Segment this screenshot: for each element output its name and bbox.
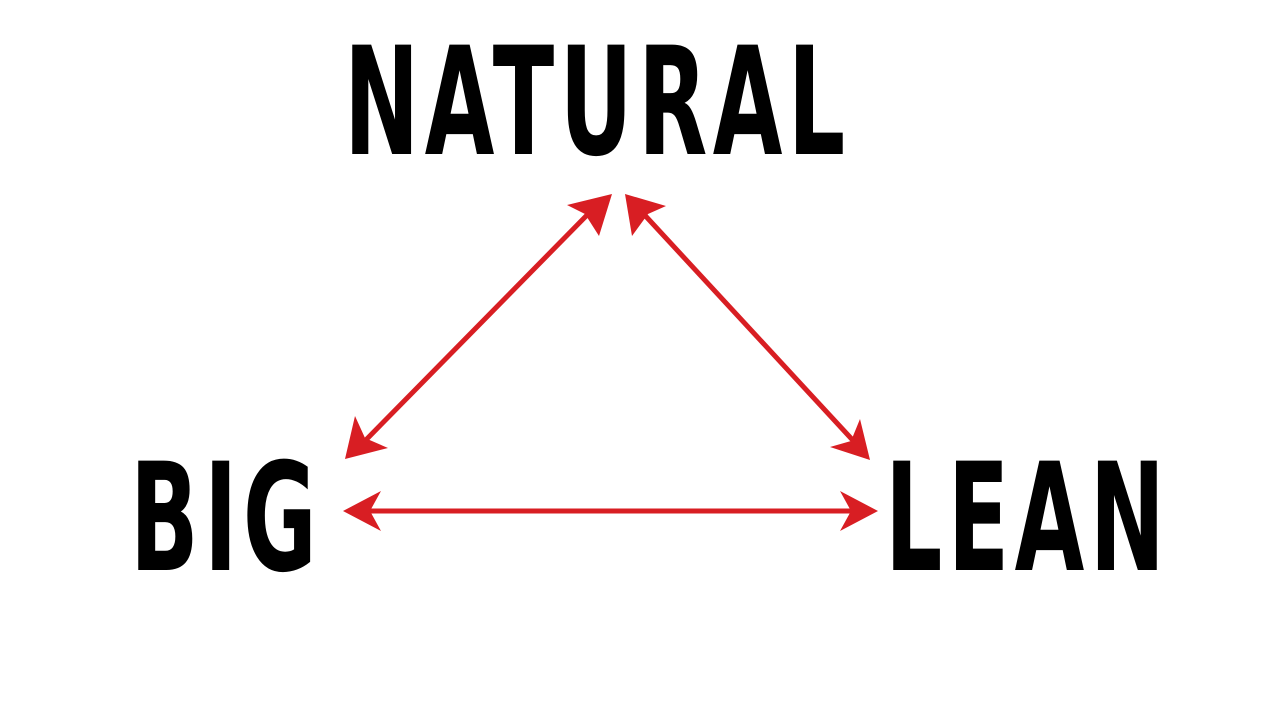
node-big: BIG	[130, 432, 323, 606]
arrowhead-lean-side	[840, 491, 878, 531]
arrowhead-natural-end	[567, 194, 612, 236]
arrowhead-big-side	[343, 491, 381, 531]
arrow-big-lean	[343, 491, 878, 531]
arrowhead-natural-end-right	[625, 194, 666, 236]
arrow-natural-big	[345, 194, 612, 459]
arrowhead-lean-end	[830, 419, 870, 460]
node-natural: NATURAL	[344, 16, 851, 190]
arrow-line-natural-lean	[638, 208, 862, 450]
arrow-natural-lean	[625, 194, 870, 460]
arrow-line-natural-big	[356, 208, 594, 450]
node-lean: LEAN	[885, 432, 1171, 606]
arrowhead-big-end	[345, 416, 388, 459]
